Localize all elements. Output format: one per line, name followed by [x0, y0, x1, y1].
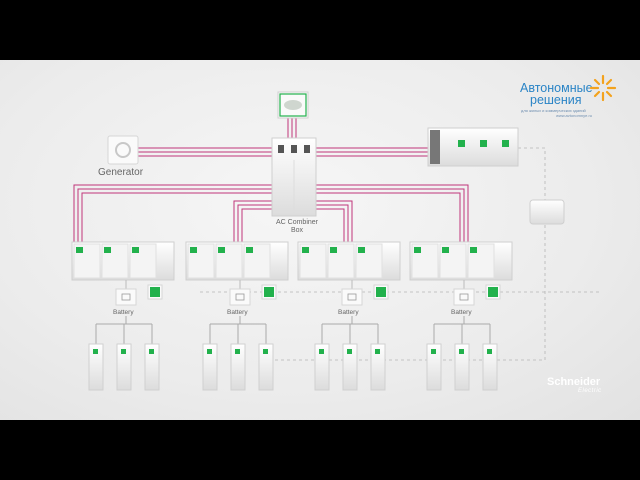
battery-node: [426, 280, 501, 391]
battery-cabinet: [482, 343, 498, 391]
ac-combiner-box: [271, 137, 317, 217]
brand-logo: Автономные решения: [520, 81, 593, 107]
inverter-group: [297, 241, 401, 281]
brand-url: www.avtonomnye.ru: [556, 113, 593, 118]
ac-bus-lines: [73, 118, 469, 242]
leaf-icon: [284, 100, 302, 110]
schneider-sub: Electric: [578, 388, 602, 394]
battery-label: Battery: [451, 309, 472, 316]
battery-cabinet: [88, 343, 104, 391]
inverter-group: [185, 241, 289, 281]
combiner-label-line2: Box: [290, 227, 304, 234]
brand-line1: Автономные: [520, 81, 593, 95]
battery-cabinet: [116, 343, 132, 391]
battery-icon: [341, 288, 363, 306]
inverter-groups: [71, 241, 513, 281]
rose-icon: [115, 142, 131, 158]
generator-unit: [107, 135, 139, 165]
top-right-panels: [427, 127, 519, 167]
pv-leaf: [277, 91, 309, 119]
brand-line2: решения: [530, 93, 582, 107]
diagram-canvas: Generator AC Combiner Box Battery Batter…: [0, 60, 640, 420]
battery-cabinet: [230, 343, 246, 391]
inverter-group: [71, 241, 175, 281]
battery-sections: [88, 280, 501, 391]
battery-node: [88, 280, 163, 391]
brand-tagline: для жилых и коммерческих зданий: [521, 108, 586, 113]
battery-label: Battery: [227, 309, 248, 316]
system-diagram: [71, 91, 600, 391]
battery-cabinet: [454, 343, 470, 391]
battery-cabinet: [370, 343, 386, 391]
battery-node: [202, 280, 277, 391]
monitoring-device: [529, 199, 565, 225]
battery-node: [314, 280, 389, 391]
battery-icon: [229, 288, 251, 306]
combiner-label: AC Combiner Box: [272, 219, 322, 235]
battery-cabinet: [202, 343, 218, 391]
combiner-label-line1: AC Combiner: [275, 219, 318, 226]
schneider-logo-icon: Schneider: [547, 376, 600, 388]
battery-cabinet: [258, 343, 274, 391]
battery-label: Battery: [113, 309, 134, 316]
battery-label: Battery: [338, 309, 359, 316]
battery-cabinet: [342, 343, 358, 391]
battery-cabinet: [144, 343, 160, 391]
battery-icon: [115, 288, 137, 306]
inverter-unit: [187, 243, 215, 279]
inverter-group: [409, 241, 513, 281]
battery-cabinet: [426, 343, 442, 391]
inverter-unit: [467, 243, 495, 279]
schneider-name: Schneider: [547, 376, 601, 388]
battery-cabinet: [314, 343, 330, 391]
battery-icon: [453, 288, 475, 306]
generator-label: Generator: [98, 167, 144, 178]
